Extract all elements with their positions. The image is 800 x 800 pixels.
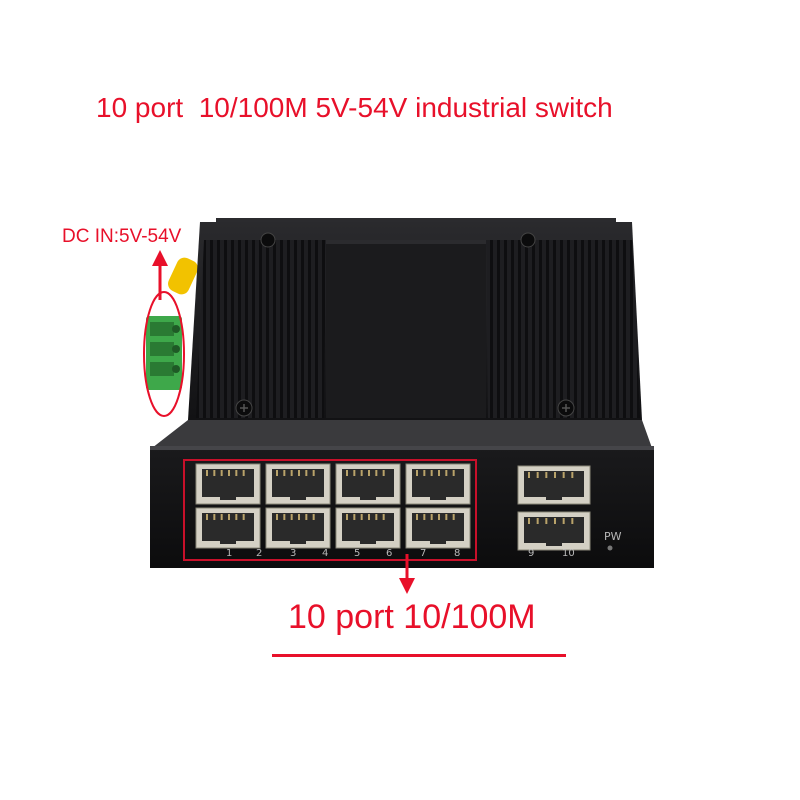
port-number-label: 3 — [290, 548, 297, 559]
rj45-port-icon — [405, 507, 471, 549]
rj45-port-icon — [335, 507, 401, 549]
rj45-port-icon — [405, 463, 471, 505]
port-number-label: 9 — [528, 548, 535, 559]
ports-caption: 10 port 10/100M — [288, 598, 536, 636]
power-led-label: PW — [604, 530, 622, 543]
rj45-port-icon — [517, 465, 591, 505]
rj45-port-icon — [335, 463, 401, 505]
port-panel-outline — [183, 459, 477, 561]
port-number-label: 1 — [226, 548, 233, 559]
port-number-label: 5 — [354, 548, 361, 559]
port-number-label: 6 — [386, 548, 393, 559]
arrow-up-icon — [152, 250, 168, 300]
terminal-highlight-circle — [143, 291, 185, 417]
port-number-label: 7 — [420, 548, 427, 559]
caption-underline — [272, 654, 566, 657]
arrow-down-icon — [399, 554, 415, 594]
power-led — [607, 545, 613, 551]
product-title: 10 port 10/100M 5V-54V industrial switch — [96, 92, 613, 123]
port-number-label: 10 — [562, 548, 575, 559]
yellow-antenna — [168, 257, 198, 295]
rj45-port-icon — [265, 507, 331, 549]
screw-icon — [235, 232, 575, 417]
rj45-port-icon — [195, 507, 261, 549]
terminal-block-icon — [146, 316, 182, 390]
power-input-label: DC IN:5V-54V — [62, 226, 182, 247]
port-number-label: 8 — [454, 548, 461, 559]
port-number-label: 2 — [256, 548, 263, 559]
rj45-port-icon — [195, 463, 261, 505]
port-group — [195, 463, 591, 551]
rj45-port-icon — [265, 463, 331, 505]
port-number-label: 4 — [322, 548, 329, 559]
rj45-port-icon — [517, 511, 591, 551]
